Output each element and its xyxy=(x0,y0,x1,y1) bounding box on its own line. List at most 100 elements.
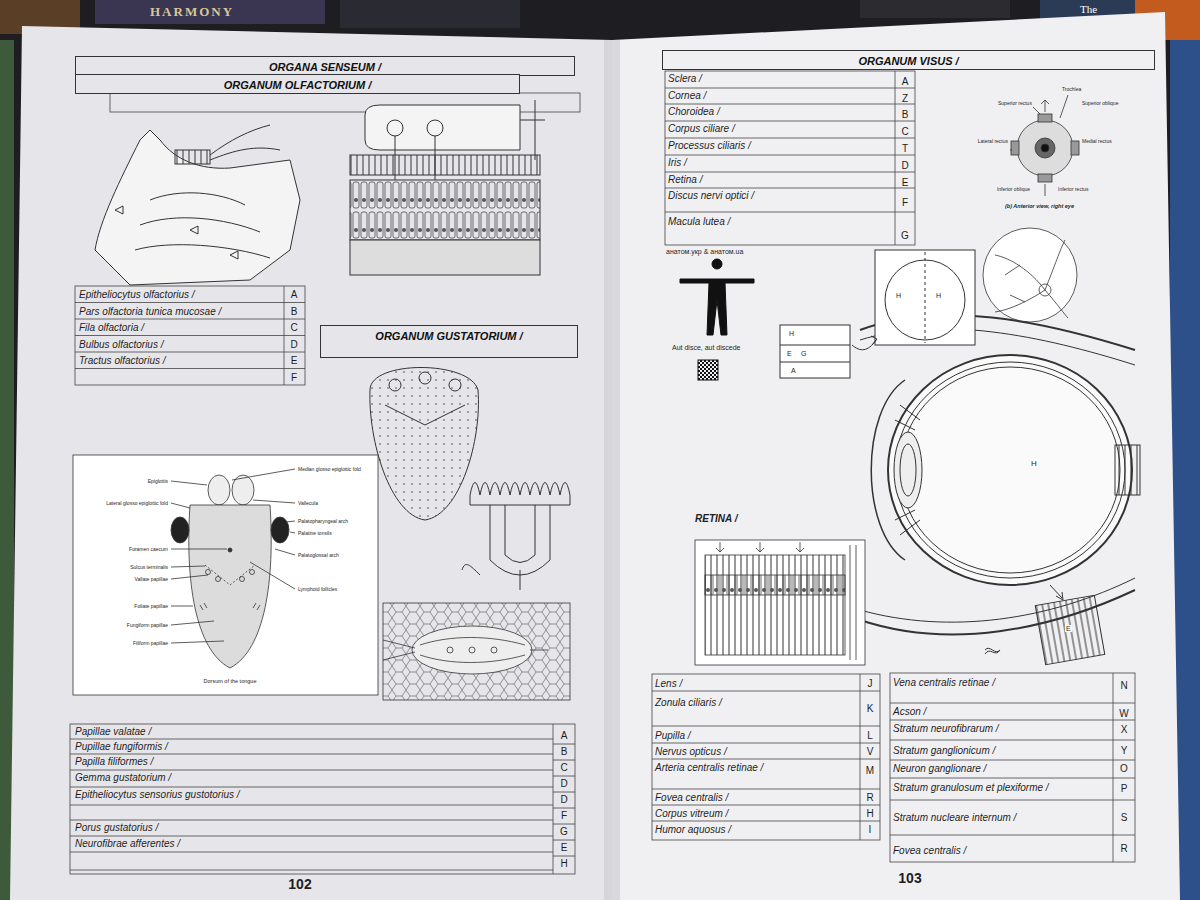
letter-key: B xyxy=(561,746,568,758)
retina-fundus-figure xyxy=(995,240,1068,318)
eye-section-figure xyxy=(1056,592,1063,600)
bookshelf-background xyxy=(95,0,325,24)
tongue-dorsum-figure xyxy=(232,469,295,589)
table-entry: Bulbus olfactorius / xyxy=(79,339,164,351)
eye-muscles-figure xyxy=(1038,174,1052,182)
eye-section-figure xyxy=(895,405,920,535)
nose-illustration xyxy=(95,125,300,285)
eye-muscles-figure xyxy=(1035,138,1055,158)
spine-text: The xyxy=(1080,3,1097,16)
section-header: ORGANUM VISUS / xyxy=(662,50,1155,70)
figure-label: Vallate papillae xyxy=(134,576,168,582)
letter-key: S xyxy=(1121,812,1128,824)
book-pages xyxy=(604,40,620,900)
figure-label: Palatopharyngeal arch xyxy=(298,518,348,524)
table-entry: Arteria centralis retinae / xyxy=(655,762,763,774)
figure-label: Foramen caecum xyxy=(129,546,168,552)
letter-key: C xyxy=(290,322,297,334)
nose-illustration xyxy=(135,193,270,258)
page-number: 102 xyxy=(288,876,311,893)
table-entry: Neurofibrae afferentes / xyxy=(75,838,180,850)
table-entry: Fila olfactoria / xyxy=(79,322,144,334)
olfactory-epithelium-illustration xyxy=(427,120,443,136)
letter-key: C xyxy=(560,762,567,774)
tongue-illustration xyxy=(389,379,401,391)
taste-bud-cells-illustration xyxy=(383,603,570,700)
taste-papilla-illustration xyxy=(462,483,570,591)
figure-label: Lateral glosso epiglottic fold xyxy=(106,500,168,506)
header-text: ORGANA SENSEUM / xyxy=(269,59,381,74)
eye-muscles-figure xyxy=(1010,95,1079,196)
letter-key: G xyxy=(560,826,568,838)
table-entry: Fovea centralis / xyxy=(655,792,728,804)
table-entry: Cornea / xyxy=(668,90,706,102)
section-header: ORGANUM GUSTATORIUM / xyxy=(320,325,578,358)
eye-section-figure xyxy=(925,252,926,343)
taste-papilla-illustration xyxy=(490,505,550,575)
tongue-illustration xyxy=(419,372,431,384)
retina-fundus-figure xyxy=(983,228,1077,322)
table-entry: Epitheliocytus sensorius gustotorius / xyxy=(75,789,240,801)
letter-key: M xyxy=(866,765,874,777)
table-entry: Papilla filiformes / xyxy=(75,756,153,768)
letter-key: B xyxy=(291,306,298,318)
tongue-dorsum-figure xyxy=(271,517,289,543)
taste-bud-cells-illustration xyxy=(469,647,475,653)
table-grid xyxy=(665,71,915,245)
olfactory-epithelium-illustration xyxy=(350,100,545,275)
eye-section-figure xyxy=(871,336,877,345)
letter-key: H xyxy=(560,858,567,870)
tongue-dorsum-figure xyxy=(200,603,260,610)
retina-layers-figure xyxy=(705,555,845,655)
figure-label: Foliate papillae xyxy=(134,603,168,609)
table-entry: Pars olfactoria tunica mucosae / xyxy=(79,306,221,318)
figure-label: Inferior rectus xyxy=(1058,186,1089,192)
bookshelf-background xyxy=(340,0,520,28)
olfactory-epithelium-illustration xyxy=(350,240,540,275)
table-entry: Discus nervi optici / xyxy=(668,190,754,202)
olfactory-epithelium-illustration xyxy=(350,155,540,175)
letter-key: Z xyxy=(902,93,908,105)
letter-key: G xyxy=(901,230,909,242)
olfactory-epithelium-illustration xyxy=(387,120,403,136)
tongue-dorsum-figure xyxy=(73,455,378,695)
tongue-dorsum-figure xyxy=(73,455,378,695)
nose-illustration xyxy=(95,130,300,285)
letter-key: H xyxy=(866,808,873,820)
header-text: ORGANUM VISUS / xyxy=(858,53,958,68)
tongue-dorsum-figure xyxy=(206,570,211,575)
figure-label: Superior rectus xyxy=(998,100,1032,106)
table-entry: Corpus vitreum / xyxy=(655,808,728,820)
figure-label: Medial rectus xyxy=(1082,138,1112,144)
logo-figure xyxy=(680,259,754,380)
figure-letter: H xyxy=(895,292,902,299)
retina-layers-figure xyxy=(695,540,865,665)
table-grid xyxy=(75,286,305,385)
table-entry: Pupilla / xyxy=(655,730,691,742)
table-grid xyxy=(652,674,880,840)
tongue-dorsum-figure xyxy=(250,570,255,575)
letter-key: O xyxy=(1120,763,1128,775)
page-number: 103 xyxy=(898,870,921,887)
letter-key: B xyxy=(902,109,909,121)
tongue-dorsum-figure xyxy=(189,505,271,668)
table-entry: Sclera / xyxy=(668,73,702,85)
nose-illustration xyxy=(175,150,210,164)
letter-key: A xyxy=(291,289,298,301)
eye-section-figure xyxy=(900,444,916,496)
table-entry: Iris / xyxy=(668,157,687,169)
table-grid xyxy=(70,724,553,874)
table-entry: Acson / xyxy=(893,706,926,718)
figure-letter: G xyxy=(800,350,807,357)
eye-section-figure xyxy=(780,325,850,378)
taste-bud-cells-illustration xyxy=(447,647,453,653)
bookshelf-background xyxy=(860,0,1010,18)
section-header: ORGANA SENSEUM / xyxy=(75,56,575,76)
spine-text: HARMONY xyxy=(150,4,234,20)
section-header: ORGANUM OLFACTORIUM / xyxy=(75,74,520,94)
letter-key: D xyxy=(560,794,567,806)
figure-label: Dorsum of the tongue xyxy=(204,678,257,685)
letter-key: N xyxy=(1120,680,1127,692)
letter-key: J xyxy=(868,678,873,690)
